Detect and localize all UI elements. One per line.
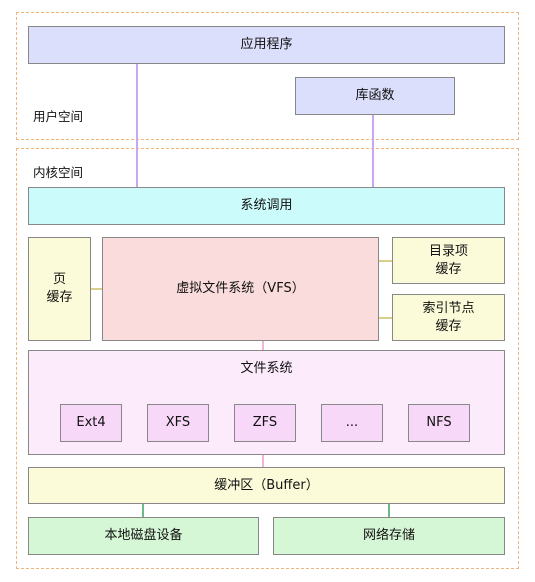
fs-type-nfs[interactable]: NFS xyxy=(408,404,470,442)
application-box[interactable]: 应用程序 xyxy=(28,26,505,64)
connector-buffer-network xyxy=(388,503,390,517)
connector-vfs-dentry xyxy=(378,260,393,262)
fs-type-xfs[interactable]: XFS xyxy=(147,404,209,442)
system-call-box[interactable]: 系统调用 xyxy=(28,187,505,225)
fs-type-nfs-label: NFS xyxy=(426,415,452,431)
dentry-cache-label-line1: 目录项 xyxy=(428,243,468,259)
buffer-box[interactable]: 缓冲区（Buffer） xyxy=(28,467,505,504)
fs-type-more-label: ... xyxy=(345,415,359,431)
fs-type-more[interactable]: ... xyxy=(321,404,383,442)
user-space-region xyxy=(16,12,519,140)
kernel-space-region xyxy=(16,148,519,569)
page-cache-label-line1: 页 xyxy=(52,272,66,288)
fs-type-xfs-label: XFS xyxy=(165,415,191,431)
application-label: 应用程序 xyxy=(240,37,293,53)
dentry-cache-label-line2: 缓存 xyxy=(435,261,462,277)
page-cache-box[interactable]: 页 缓存 xyxy=(28,237,91,341)
network-storage-box[interactable]: 网络存储 xyxy=(273,517,505,555)
network-storage-label: 网络存储 xyxy=(362,528,415,544)
connector-app-syscall xyxy=(136,63,138,187)
connector-fs-buffer xyxy=(262,454,264,467)
connector-vfs-fs xyxy=(262,341,264,351)
dentry-cache-box[interactable]: 目录项 缓存 xyxy=(392,237,505,284)
kernel-space-label: 内核空间 xyxy=(33,165,84,180)
fs-type-zfs-label: ZFS xyxy=(252,415,278,431)
local-disk-box[interactable]: 本地磁盘设备 xyxy=(28,517,259,555)
fs-type-ext4[interactable]: Ext4 xyxy=(60,404,122,442)
library-functions-box[interactable]: 库函数 xyxy=(295,77,455,115)
file-system-label: 文件系统 xyxy=(240,361,293,376)
fs-type-zfs[interactable]: ZFS xyxy=(234,404,296,442)
page-cache-label-line2: 缓存 xyxy=(46,290,73,305)
inode-cache-label-line1: 索引节点 xyxy=(422,300,475,316)
inode-cache-box[interactable]: 索引节点 缓存 xyxy=(392,294,505,341)
connector-pagecache-vfs xyxy=(90,288,103,290)
connector-vfs-inode xyxy=(378,317,393,319)
system-call-label: 系统调用 xyxy=(240,198,293,214)
vfs-label: 虚拟文件系统（VFS） xyxy=(176,281,305,297)
fs-type-ext4-label: Ext4 xyxy=(76,415,106,431)
local-disk-label: 本地磁盘设备 xyxy=(104,528,183,544)
vfs-box[interactable]: 虚拟文件系统（VFS） xyxy=(102,237,379,341)
user-space-label: 用户空间 xyxy=(33,109,84,124)
buffer-label: 缓冲区（Buffer） xyxy=(214,477,319,493)
library-functions-label: 库函数 xyxy=(355,88,395,104)
connector-buffer-disk xyxy=(142,503,144,517)
connector-lib-syscall xyxy=(372,114,374,187)
inode-cache-label-line2: 缓存 xyxy=(435,318,462,334)
